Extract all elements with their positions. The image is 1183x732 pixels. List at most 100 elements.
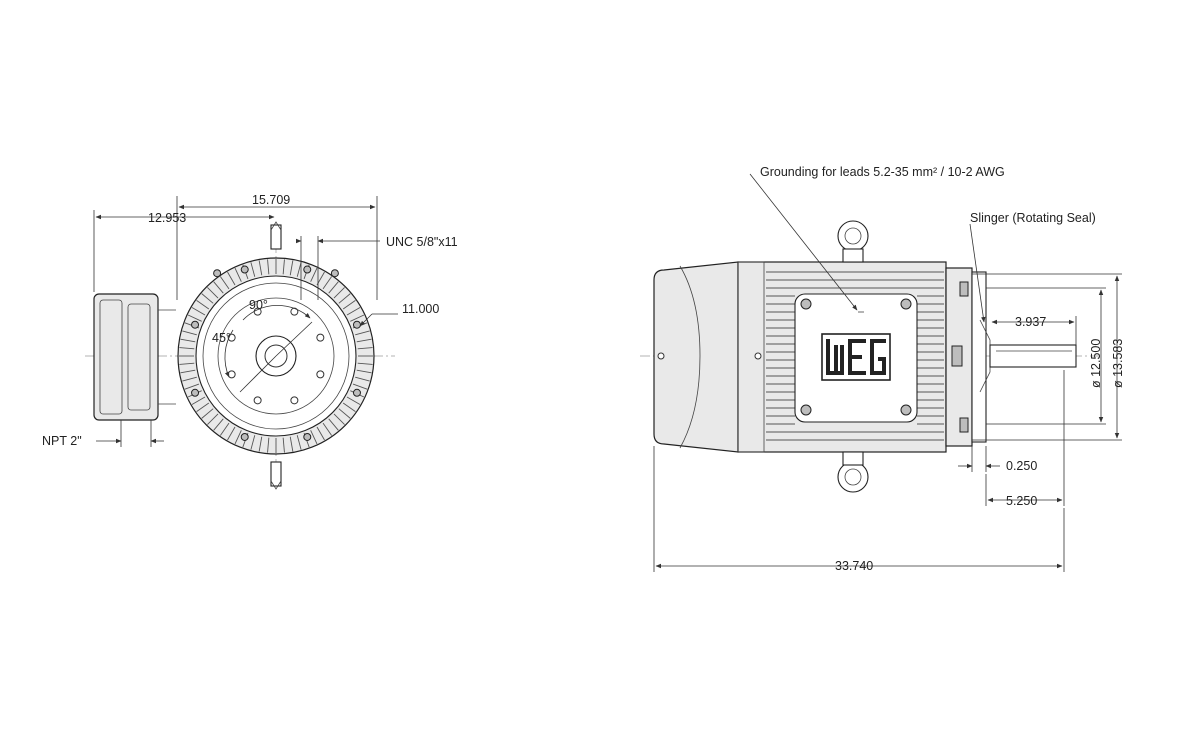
flange-hole-icon [316, 370, 325, 379]
dim-3937: 3.937 [991, 315, 1077, 345]
shaft-length-label: 3.937 [1015, 315, 1046, 329]
fin-line [310, 267, 318, 282]
dia-outer-label: ø 13.583 [1111, 339, 1125, 388]
fin-line [289, 436, 294, 452]
dim-width-label: 15.709 [252, 193, 290, 207]
lifting-lug-top [270, 221, 282, 250]
fin-line [213, 281, 224, 294]
flange-hole-icon [253, 396, 262, 405]
eyebolt-bottom [837, 451, 869, 493]
fin-line [207, 287, 219, 299]
fin-line [322, 422, 333, 436]
fin-line [219, 422, 230, 436]
fin-line [355, 376, 370, 382]
dim-diameters: ø 12.500 ø 13.583 [972, 273, 1125, 441]
fin-line [258, 436, 263, 452]
shaft-ext-label: 5.250 [1006, 494, 1037, 508]
bolt-icon [303, 265, 312, 274]
fin-line [207, 413, 219, 425]
endshield-ring-inner [217, 297, 335, 415]
fin-line [357, 347, 373, 350]
bolt-icon [191, 388, 200, 397]
fin-line [184, 383, 200, 390]
fin-line [180, 369, 196, 374]
fin-line [182, 330, 197, 336]
side-view: Grounding for leads 5.2-35 mm² / 10-2 AW… [640, 165, 1125, 573]
fin-line [250, 435, 256, 450]
dim-0250: 0.250 [958, 446, 1037, 473]
fin-line [182, 376, 197, 382]
grounding-label: Grounding for leads 5.2-35 mm² / 10-2 AW… [760, 165, 1005, 179]
angle-90-label: 90° [249, 298, 268, 312]
fin-line [296, 262, 302, 277]
eyebolt-top [837, 220, 869, 263]
bolt-icon [240, 265, 249, 274]
bolt-icon [213, 269, 222, 278]
fin-line [267, 259, 270, 275]
fin-line [342, 299, 356, 310]
terminal-box [93, 293, 176, 421]
flange-hole-icon [316, 333, 325, 342]
fin-line [187, 314, 202, 322]
fin-line [357, 362, 373, 365]
fin-line [219, 276, 230, 290]
bolt-icon [240, 432, 249, 441]
overall-length-label: 33.740 [835, 559, 873, 573]
bolt-icon [303, 432, 312, 441]
endshield-ring [202, 282, 350, 430]
fin-line [322, 276, 333, 290]
fin-line [180, 338, 196, 343]
bolt-icon [352, 388, 361, 397]
fin-line [196, 402, 210, 413]
fin-line [355, 330, 370, 336]
cooling-fins [179, 259, 373, 453]
fin-line [267, 437, 270, 453]
fin-line [213, 418, 224, 431]
fin-line [227, 271, 236, 286]
fin-line [333, 287, 345, 299]
side-fins [766, 271, 944, 441]
frame-bolts [191, 265, 361, 441]
fin-line [201, 293, 214, 304]
fin-line [346, 396, 361, 405]
fin-line [352, 383, 368, 390]
fin-line [282, 437, 285, 453]
bolt-icon [330, 269, 339, 278]
dim-offset-label: 12.953 [148, 211, 186, 225]
fin-line [333, 413, 345, 425]
fan-cover [653, 261, 739, 453]
fin-line [356, 369, 372, 374]
bolt-icon [352, 320, 361, 329]
dim-33740: 33.740 [653, 446, 1065, 573]
fin-line [296, 435, 302, 450]
flange-hole-icon [290, 396, 299, 405]
fin-line [316, 426, 325, 441]
fin-line [258, 260, 263, 276]
fin-line [342, 402, 356, 413]
bolt-icon [191, 320, 200, 329]
lifting-lug-bottom [270, 461, 282, 490]
step-label: 0.250 [1006, 459, 1037, 473]
thread-label: UNC 5/8"x11 [386, 235, 458, 249]
fin-line [191, 307, 206, 316]
fin-line [350, 314, 365, 322]
fin-line [234, 267, 242, 282]
weg-logo [821, 333, 891, 381]
fin-line [227, 426, 236, 441]
fin-line [310, 430, 318, 445]
grounding-leader [749, 173, 858, 311]
fin-line [282, 259, 285, 275]
fin-line [338, 408, 351, 419]
fin-line [179, 362, 195, 365]
dim-15709: 15.709 [176, 193, 378, 300]
fin-line [196, 299, 210, 310]
angle-arc-90 [242, 304, 311, 321]
center-height-label: 11.000 [402, 302, 439, 316]
fin-line [289, 260, 294, 276]
fin-line [179, 347, 195, 350]
fin-line [201, 408, 214, 419]
fin-line [338, 293, 351, 304]
fin-line [356, 338, 372, 343]
dim-npt: NPT 2" [42, 420, 164, 448]
